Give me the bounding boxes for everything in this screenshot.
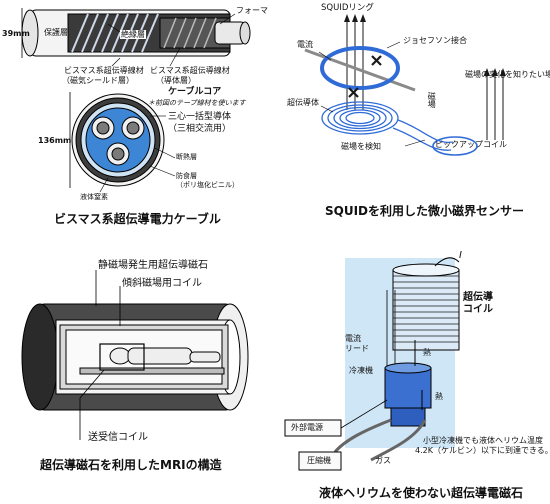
magnet-caption: 液体ヘリウムを使わない超伝導電磁石 bbox=[319, 486, 524, 500]
gradient-coil-label: 傾斜磁場用コイル bbox=[122, 278, 202, 289]
three-core-label: 三心一括型導体 bbox=[168, 112, 232, 122]
anticorrosion-sub-label: （ポリ塩化ビニル） bbox=[176, 181, 239, 189]
cable-caption: ビスマス系超伝導電力ケーブル bbox=[54, 212, 221, 226]
current-lead-label: 電流 bbox=[345, 334, 361, 343]
static-magnet-label: 静磁場発生用超伝導磁石 bbox=[98, 260, 208, 271]
insulation-label: 絶縁層 bbox=[120, 30, 146, 40]
nitrogen-label: 液体窒素 bbox=[80, 193, 108, 201]
three-core-sub-label: （三相交流用） bbox=[168, 124, 232, 134]
heat-label-2: 熱 bbox=[435, 392, 443, 401]
note-label-2: 4.2K（ケルビン）以下に到達できる。 bbox=[415, 446, 550, 455]
current-symbol: I bbox=[459, 250, 462, 261]
junction-label: ジョセフソン接合 bbox=[403, 36, 467, 45]
current-label: 電流 bbox=[297, 40, 313, 49]
former-label: フォーマ bbox=[236, 6, 268, 15]
pickup-coil-label: ピックアップコイル bbox=[435, 140, 507, 149]
mri-caption: 超伝導磁石を利用したMRIの構造 bbox=[40, 458, 222, 472]
heat-label-1: 熱 bbox=[423, 348, 431, 357]
dim-136mm: 136mm bbox=[38, 136, 72, 145]
mri-illustration bbox=[21, 270, 249, 440]
squid-caption: SQUIDを利用した微小磁界センサー bbox=[325, 204, 525, 218]
magnet-panel: I 超伝導 コイル 電流 リード 熱 冷凍機 熱 外部電源 圧縮機 ガス 小型冷… bbox=[275, 230, 550, 504]
shield-wire-label: ビスマス系超伝導線材 bbox=[64, 66, 144, 75]
conductor-wire-label: ビスマス系超伝導線材 bbox=[150, 66, 230, 75]
external-power-label: 外部電源 bbox=[291, 423, 323, 432]
shield-wire-sub-label: （磁気シールド層） bbox=[62, 76, 134, 85]
squid-illustration bbox=[304, 14, 506, 156]
sc-coil-label: 超伝導 bbox=[463, 292, 493, 303]
field-change-label: 磁場の変化を知りたい場所 bbox=[465, 70, 550, 79]
cryocooler-label: 冷凍機 bbox=[349, 366, 373, 375]
tape-note-label: ＊前図のテープ線材を使います bbox=[148, 99, 246, 107]
cable-core-label: ケーブルコア bbox=[168, 87, 222, 97]
note-label: 小型冷凍機でも液体ヘリウム温度 bbox=[423, 436, 543, 445]
magnet-illustration bbox=[284, 257, 460, 471]
compressor-label: 圧縮機 bbox=[307, 456, 331, 465]
current-lead-label-2: リード bbox=[345, 344, 369, 353]
field-label: 磁場 bbox=[427, 92, 437, 108]
gas-label: ガス bbox=[375, 456, 391, 465]
conductor-wire-sub-label: （導体層） bbox=[156, 76, 196, 85]
mri-panel: 静磁場発生用超伝導磁石 傾斜磁場用コイル 送受信コイル 超伝導磁石を利用したMR… bbox=[0, 230, 275, 504]
superconductor-label: 超伝導体 bbox=[287, 98, 319, 107]
cable-panel: 39mm 136mm 保護層 絶縁層 フォーマ ビスマス系超伝導線材 （磁気シー… bbox=[0, 0, 275, 230]
sc-coil-label-2: コイル bbox=[463, 304, 493, 315]
anticorrosion-label: 防食層 bbox=[176, 172, 197, 180]
thermal-layer-label: 断熱層 bbox=[176, 153, 197, 161]
field-detect-label: 磁場を検知 bbox=[341, 142, 381, 151]
dim-39mm: 39mm bbox=[2, 29, 30, 38]
rf-coil-label: 送受信コイル bbox=[88, 432, 148, 443]
protect-layer-label: 保護層 bbox=[44, 28, 68, 37]
squid-ring-label: SQUIDリング bbox=[321, 3, 374, 13]
squid-panel: SQUIDリング 電流 ジョセフソン接合 超伝導体 磁場 磁場を検知 磁場の変化… bbox=[275, 0, 550, 230]
